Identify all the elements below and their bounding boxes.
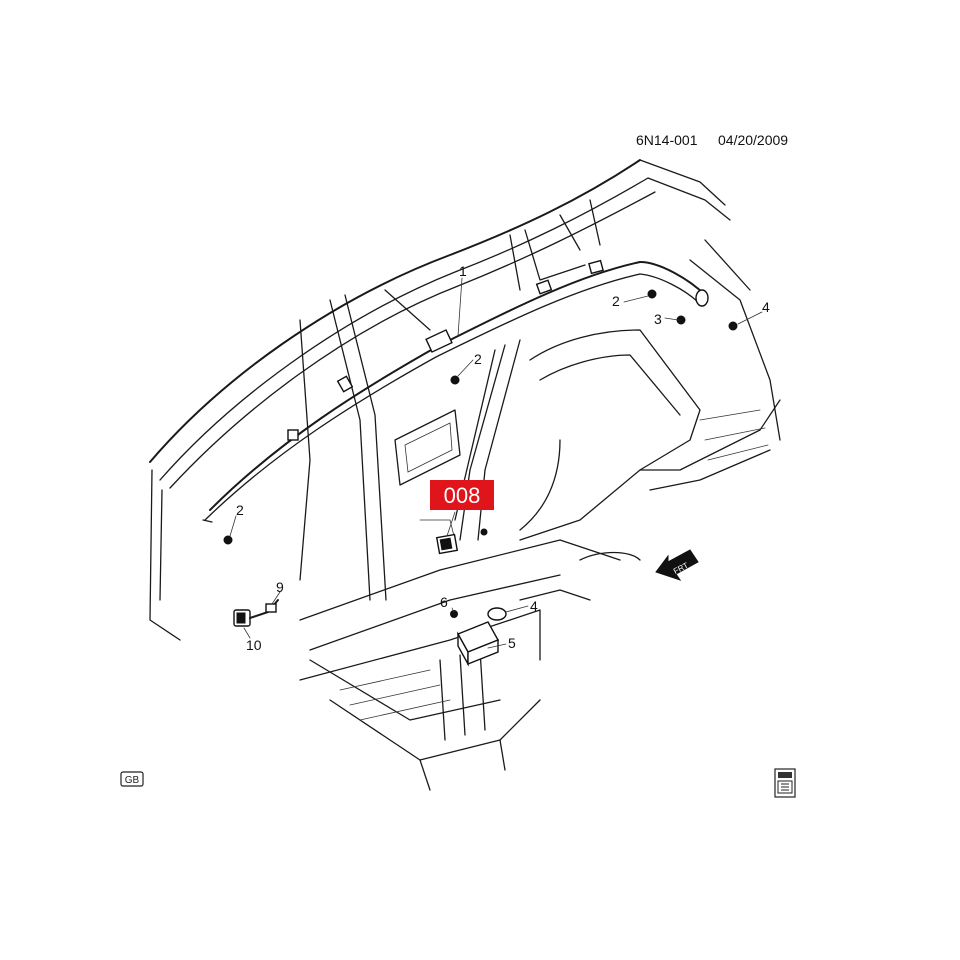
manual-book-icon bbox=[774, 768, 796, 798]
callout-4a: 4 bbox=[762, 299, 770, 315]
roof-rail-outline bbox=[149, 159, 731, 641]
front-arrow-icon: FRT bbox=[655, 549, 699, 581]
callout-1: 1 bbox=[459, 263, 467, 279]
callout-4b: 4 bbox=[530, 598, 538, 614]
part-tag-label: 008 bbox=[444, 483, 481, 508]
callout-2a: 2 bbox=[474, 351, 482, 367]
callout-2b: 2 bbox=[612, 293, 620, 309]
part-tag: 008 bbox=[430, 480, 494, 510]
floor-structure-lines bbox=[299, 519, 641, 791]
callout-numbers: 1 2 2 2 3 4 4 5 6 9 10 bbox=[236, 263, 770, 653]
callout-10: 10 bbox=[246, 637, 262, 653]
gb-badge: GB bbox=[120, 771, 144, 787]
b-pillar-lines bbox=[454, 239, 781, 541]
leader-lines bbox=[229, 277, 763, 649]
front-sensor-assembly bbox=[233, 599, 279, 627]
side-impact-sensor-pillar bbox=[435, 528, 488, 555]
callout-5: 5 bbox=[508, 635, 516, 651]
callout-3: 3 bbox=[654, 311, 662, 327]
diagram-code: 6N14-001 bbox=[636, 132, 698, 148]
diagram-date: 04/20/2009 bbox=[718, 132, 788, 148]
callout-6: 6 bbox=[440, 594, 448, 610]
fasteners bbox=[202, 289, 738, 621]
body-frame-lines bbox=[299, 199, 601, 601]
callout-2c: 2 bbox=[236, 502, 244, 518]
sensor-module bbox=[457, 621, 499, 667]
curtain-airbag bbox=[204, 259, 709, 521]
gb-badge-label: GB bbox=[125, 775, 140, 786]
part-tag-background bbox=[430, 480, 494, 510]
callout-9: 9 bbox=[276, 579, 284, 595]
